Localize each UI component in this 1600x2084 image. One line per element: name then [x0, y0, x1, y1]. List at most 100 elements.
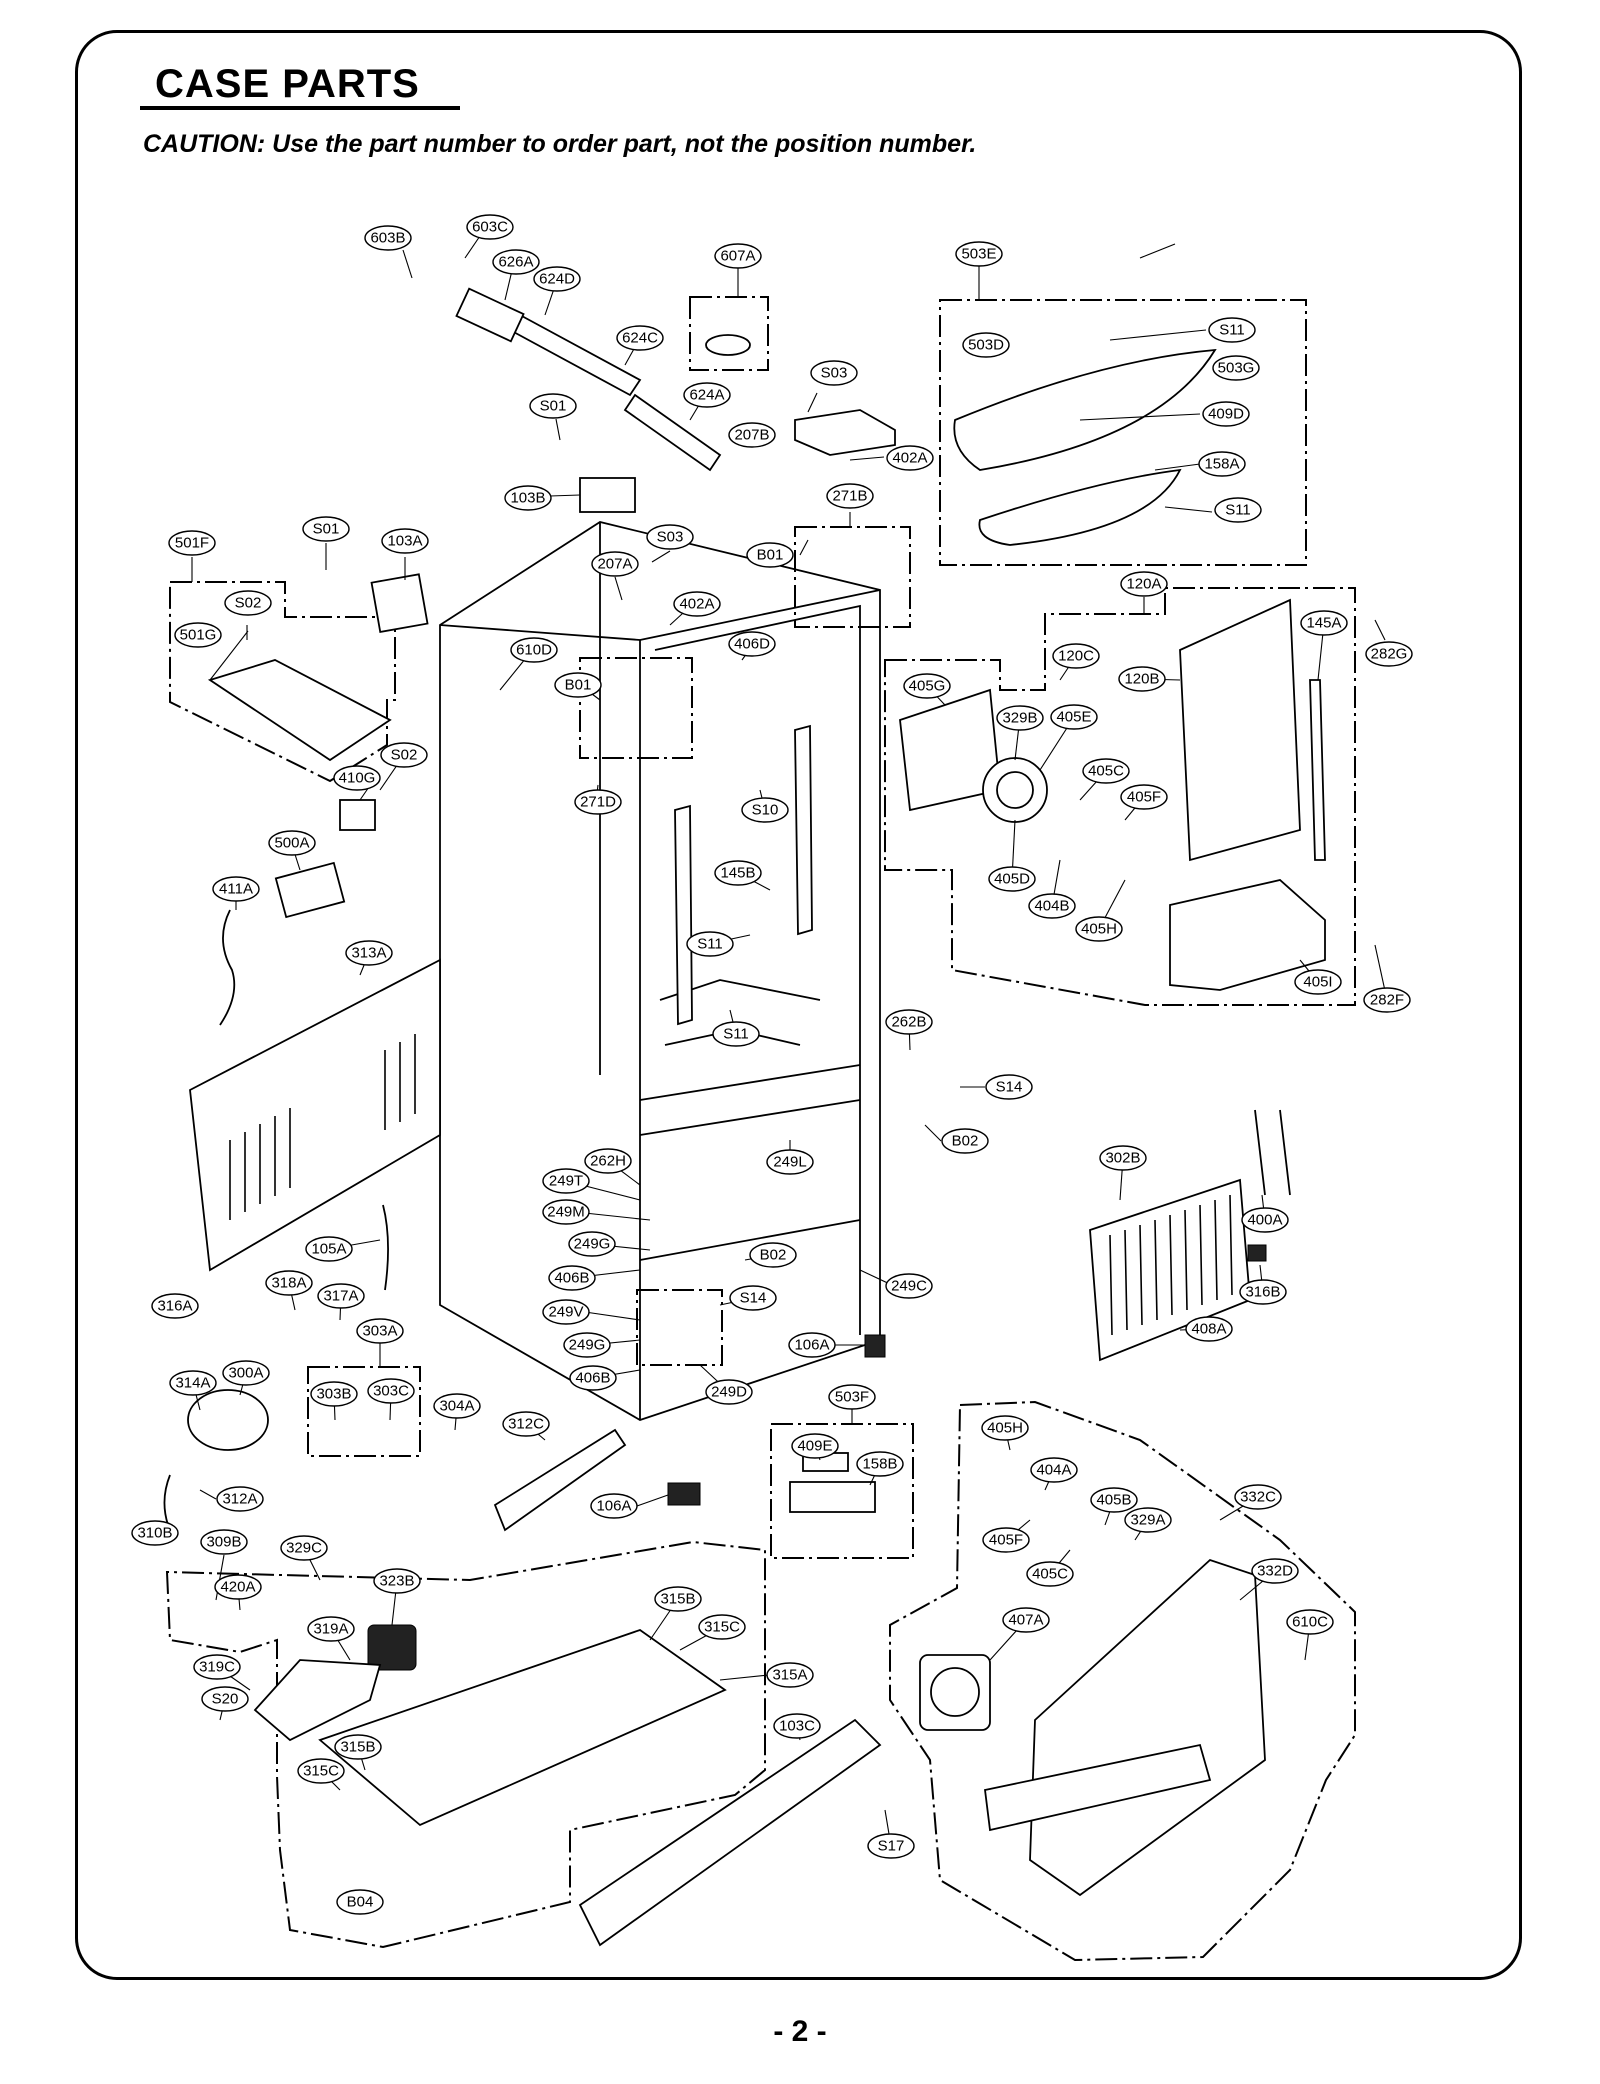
callout-S11: S11 [1208, 317, 1256, 343]
callout-610D: 610D [510, 637, 558, 663]
callout-405H: 405H [981, 1415, 1029, 1441]
callout-329A: 329A [1124, 1507, 1172, 1533]
svg-text:315B: 315B [660, 1591, 695, 1608]
svg-text:500A: 500A [274, 835, 309, 852]
svg-text:B02: B02 [952, 1133, 979, 1150]
callout-S14: S14 [985, 1074, 1033, 1100]
svg-text:S03: S03 [821, 365, 848, 382]
svg-text:303C: 303C [373, 1383, 409, 1400]
callout-303C: 303C [367, 1378, 415, 1404]
svg-text:304A: 304A [439, 1398, 474, 1415]
callouts: 603B 603C 626A 624D 624C 624A 607A 503E … [131, 214, 1413, 1915]
svg-text:624A: 624A [689, 387, 724, 404]
svg-text:S11: S11 [697, 936, 723, 953]
callout-315B: 315B [654, 1586, 702, 1612]
svg-text:405H: 405H [1081, 921, 1117, 938]
callout-329B: 329B [996, 705, 1044, 731]
callout-402A: 402A [886, 445, 934, 471]
svg-text:329A: 329A [1130, 1512, 1165, 1529]
callout-318A: 318A [265, 1270, 313, 1296]
callout-610C: 610C [1286, 1609, 1334, 1635]
svg-text:610D: 610D [516, 642, 552, 659]
svg-text:315C: 315C [303, 1763, 339, 1780]
svg-text:S10: S10 [752, 802, 779, 819]
callout-503E: 503E [955, 241, 1003, 267]
svg-text:407A: 407A [1008, 1612, 1043, 1629]
callout-317A: 317A [317, 1283, 365, 1309]
svg-text:302B: 302B [1105, 1150, 1140, 1167]
svg-text:610C: 610C [1292, 1614, 1328, 1631]
callout-302B: 302B [1099, 1145, 1147, 1171]
svg-text:145A: 145A [1306, 615, 1341, 632]
callout-405H: 405H [1075, 916, 1123, 942]
callout-158A: 158A [1198, 451, 1246, 477]
callout-S02: S02 [380, 742, 428, 768]
svg-text:409D: 409D [1208, 406, 1244, 423]
callout-405D: 405D [988, 866, 1036, 892]
svg-text:332D: 332D [1257, 1563, 1293, 1580]
svg-text:S01: S01 [540, 398, 567, 415]
callout-319C: 319C [193, 1654, 241, 1680]
svg-text:B01: B01 [757, 547, 784, 564]
callout-501G: 501G [174, 622, 222, 648]
svg-text:120A: 120A [1126, 576, 1161, 593]
callout-304A: 304A [433, 1393, 481, 1419]
svg-text:503F: 503F [835, 1389, 869, 1406]
svg-text:314A: 314A [175, 1375, 210, 1392]
callout-B01: B01 [746, 542, 794, 568]
svg-text:405H: 405H [987, 1420, 1023, 1437]
svg-text:503E: 503E [961, 246, 996, 263]
svg-text:501F: 501F [175, 535, 209, 552]
callout-103C: 103C [773, 1713, 821, 1739]
callout-S02: S02 [224, 590, 272, 616]
svg-text:S02: S02 [235, 595, 262, 612]
svg-text:B02: B02 [760, 1247, 787, 1264]
svg-text:310B: 310B [137, 1525, 172, 1542]
callout-S11: S11 [686, 931, 734, 957]
callout-249V: 249V [542, 1299, 590, 1325]
caution-note: CAUTION: Use the part number to order pa… [143, 130, 977, 158]
callout-S20: S20 [201, 1686, 249, 1712]
svg-text:406B: 406B [554, 1270, 589, 1287]
svg-text:105A: 105A [311, 1241, 346, 1258]
svg-text:249D: 249D [711, 1384, 747, 1401]
callout-411A: 411A [212, 876, 260, 902]
callout-158B: 158B [856, 1451, 904, 1477]
svg-text:405D: 405D [994, 871, 1030, 888]
svg-text:501G: 501G [180, 627, 217, 644]
callout-S01: S01 [529, 393, 577, 419]
callout-332C: 332C [1234, 1484, 1282, 1510]
svg-text:S20: S20 [212, 1691, 239, 1708]
svg-text:249M: 249M [547, 1204, 585, 1221]
svg-text:329C: 329C [286, 1540, 322, 1557]
svg-text:405E: 405E [1056, 709, 1091, 726]
callout-B02: B02 [749, 1242, 797, 1268]
callout-249T: 249T [542, 1168, 590, 1194]
callout-S11: S11 [1214, 497, 1262, 523]
callout-249M: 249M [542, 1199, 590, 1225]
callout-607A: 607A [714, 243, 762, 269]
svg-text:404A: 404A [1036, 1462, 1071, 1479]
callout-405B: 405B [1090, 1487, 1138, 1513]
title-underline [140, 106, 460, 110]
callout-405G: 405G [903, 673, 951, 699]
callout-B02: B02 [941, 1128, 989, 1154]
svg-text:262H: 262H [590, 1153, 626, 1170]
callout-410G: 410G [333, 765, 381, 791]
callout-405C: 405C [1082, 758, 1130, 784]
svg-text:158A: 158A [1204, 456, 1239, 473]
callout-332D: 332D [1251, 1558, 1299, 1584]
svg-text:503D: 503D [968, 337, 1004, 354]
callout-503G: 503G [1212, 355, 1260, 381]
callout-S03: S03 [810, 360, 858, 386]
callout-420A: 420A [214, 1574, 262, 1600]
svg-text:317A: 317A [323, 1288, 358, 1305]
svg-text:408A: 408A [1191, 1321, 1226, 1338]
callout-S14: S14 [729, 1285, 777, 1311]
group-outlines [165, 296, 1356, 1962]
svg-text:624C: 624C [622, 330, 658, 347]
callout-405F: 405F [982, 1527, 1030, 1553]
svg-text:S14: S14 [740, 1290, 767, 1307]
callout-624C: 624C [616, 325, 664, 351]
svg-text:300A: 300A [228, 1365, 263, 1382]
